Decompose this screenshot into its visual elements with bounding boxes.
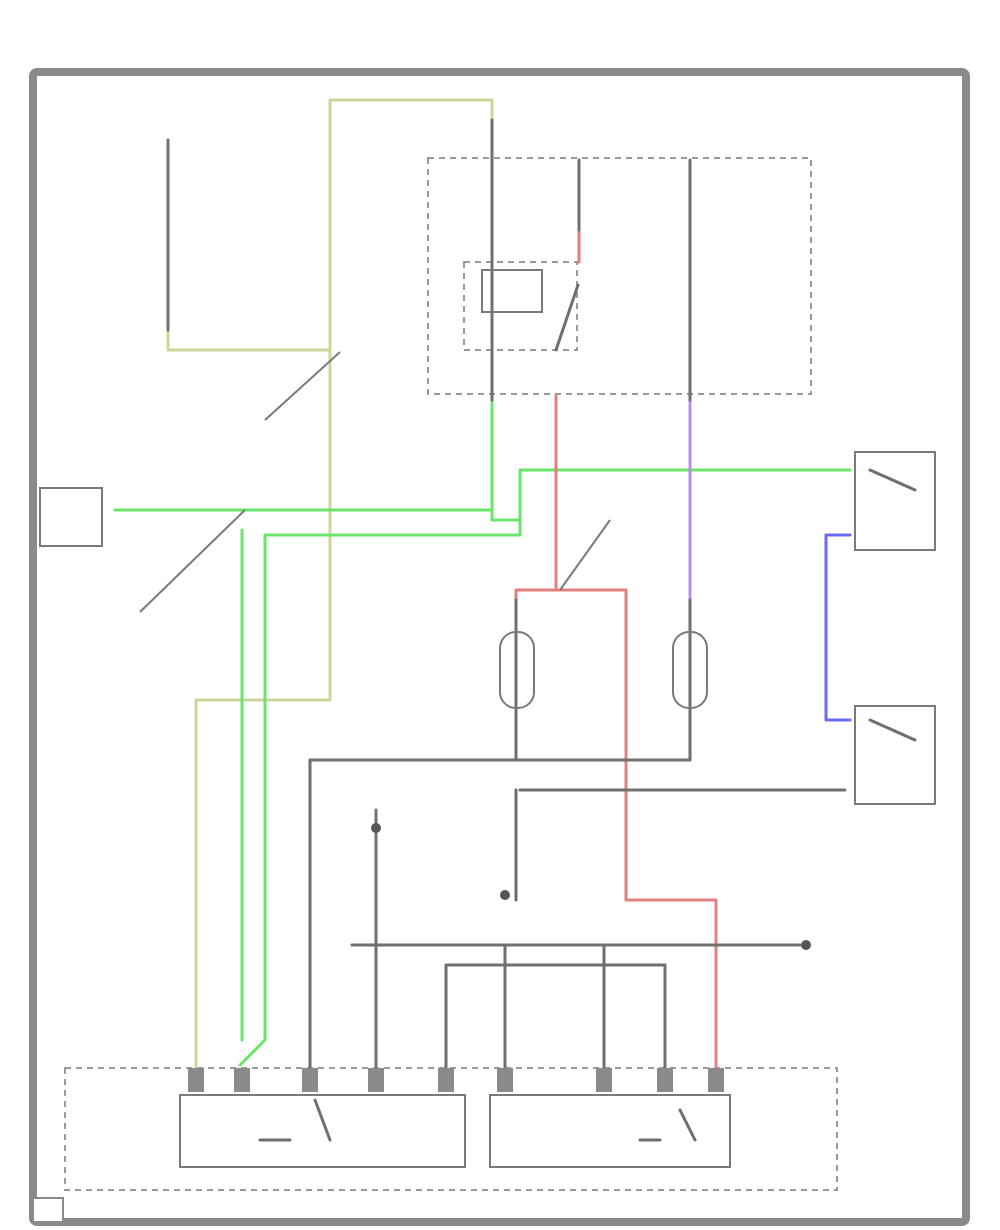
leader-line-3: [559, 519, 611, 591]
fuse-relay-box: [427, 157, 812, 395]
ground-point: [371, 823, 381, 833]
pressure-switch-top-contact: [868, 468, 917, 492]
corner-tab: [32, 1197, 64, 1223]
sensor-coolant: [499, 631, 535, 709]
leader-line-2: [264, 351, 341, 421]
sensor-left-box: [39, 487, 103, 547]
module-a-frame: [179, 1094, 466, 1168]
wire-lt-green-1: [113, 398, 852, 522]
sensor-ac: [672, 631, 708, 709]
wire-lt-green-2: [238, 518, 522, 1067]
module-switch-right: [638, 1108, 697, 1142]
wire-yel-grn: [166, 98, 494, 1072]
wire-black-main: [166, 118, 847, 1072]
pressure-switch-bottom-contact: [868, 718, 917, 742]
relay-coil: [481, 269, 543, 313]
wire-red: [514, 228, 718, 1072]
module-switch-left: [258, 1098, 332, 1142]
diagram-frame: [29, 68, 970, 1226]
module-connectors: [188, 1068, 724, 1092]
pressure-switch-bottom-box: [854, 705, 936, 805]
relay-box-left-switch: [463, 261, 578, 351]
pressure-switch-top-box: [854, 451, 936, 551]
splice-point-1: [500, 890, 510, 900]
module-b-frame: [489, 1094, 731, 1168]
leader-line-1: [139, 509, 246, 613]
splice-point-2: [801, 940, 811, 950]
relay-contact: [554, 283, 580, 352]
wire-blue: [824, 533, 852, 722]
